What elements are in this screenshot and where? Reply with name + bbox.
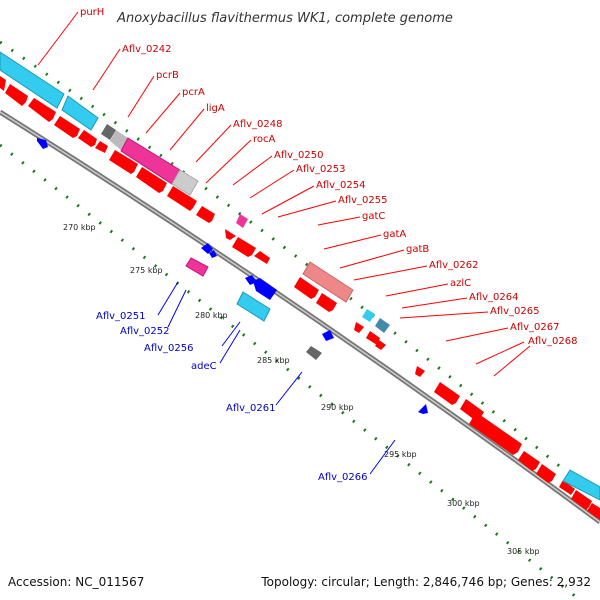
forward-leader-lines (37, 11, 531, 377)
feature-bands-top (0, 51, 199, 196)
gene-label[interactable]: Aflv_0265 (490, 306, 540, 317)
scale-label: 275 kbp (130, 266, 163, 275)
gene-label[interactable]: Aflv_0254 (316, 180, 366, 191)
feature-bands-mid (236, 214, 600, 501)
gene-label[interactable]: gatB (406, 244, 429, 255)
gene-label[interactable]: Aflv_0261 (226, 403, 276, 414)
gene-label[interactable]: ligA (206, 103, 225, 114)
gene-label[interactable]: Aflv_0251 (96, 311, 146, 322)
reverse-cds-arrows (37, 138, 428, 414)
scale-label: 300 kbp (447, 499, 480, 508)
outer-dotted-track (0, 40, 600, 502)
gene-label[interactable]: Aflv_0250 (274, 150, 324, 161)
inner-dotted-track (0, 143, 581, 600)
accession-text: Accession: NC_011567 (8, 575, 144, 589)
gene-label[interactable]: gatC (362, 211, 385, 222)
gene-label[interactable]: Aflv_0256 (144, 343, 194, 354)
gene-label[interactable]: Aflv_0253 (296, 164, 346, 175)
gene-label[interactable]: pcrB (156, 70, 179, 81)
gene-label[interactable]: Aflv_0262 (429, 260, 479, 271)
reverse-gene-labels: Aflv_0251 Aflv_0252 Aflv_0256 adeC Aflv_… (96, 311, 368, 483)
topology-text: Topology: circular; Length: 2,846,746 bp… (260, 575, 591, 589)
gene-label[interactable]: Aflv_0248 (233, 119, 283, 130)
forward-gene-labels: purH Aflv_0242 pcrB pcrA ligA Aflv_0248 … (80, 7, 578, 347)
gene-label[interactable]: adeC (191, 361, 217, 372)
gene-label[interactable]: gatA (383, 229, 406, 240)
scale-label: 305 kbp (507, 547, 540, 556)
forward-cds-arrows (0, 76, 600, 520)
gene-label[interactable]: Aflv_0255 (338, 195, 388, 206)
gene-label[interactable]: Aflv_0266 (318, 472, 368, 483)
backbone-highlight (0, 111, 600, 523)
gene-label[interactable]: Aflv_0268 (528, 336, 578, 347)
map-title: Anoxybacillus flavithermus WK1, complete… (116, 11, 453, 26)
gene-label[interactable]: Aflv_0267 (510, 322, 560, 333)
scale-label: 280 kbp (195, 311, 228, 320)
gene-label[interactable]: purH (80, 7, 104, 18)
gene-label[interactable]: Aflv_0264 (469, 292, 519, 303)
scale-label: 270 kbp (63, 223, 96, 232)
gene-label[interactable]: Aflv_0242 (122, 44, 172, 55)
gene-label[interactable]: rocA (253, 134, 276, 145)
gene-label[interactable]: Aflv_0252 (120, 326, 170, 337)
scale-label: 295 kbp (384, 450, 417, 459)
gene-label[interactable]: pcrA (182, 87, 205, 98)
scale-label: 285 kbp (257, 356, 290, 365)
scale-labels: 270 kbp 275 kbp 280 kbp 285 kbp 290 kbp … (63, 223, 540, 556)
gene-label[interactable]: azlC (450, 278, 471, 289)
reverse-leader-lines (157, 281, 396, 475)
scale-label: 290 kbp (321, 403, 354, 412)
